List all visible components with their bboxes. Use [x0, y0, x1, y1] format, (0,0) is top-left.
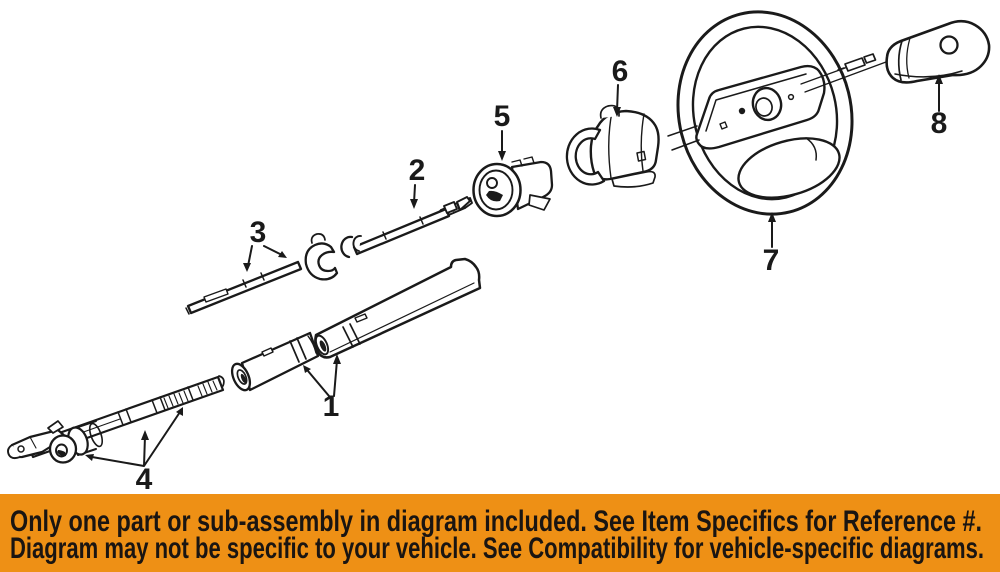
- callout-6-arrow: [613, 84, 621, 117]
- callout-6-label: 6: [612, 55, 629, 88]
- shift-tube-assembly-drawing: [7, 375, 225, 464]
- steering-wheel-drawing: [667, 10, 887, 216]
- callout-3-label: 3: [250, 216, 267, 249]
- banner-background: [0, 494, 1000, 572]
- banner-line-2: Diagram may not be specific to your vehi…: [10, 532, 984, 565]
- callout-1-arrow: [303, 354, 341, 397]
- callout-1-label: 1: [323, 390, 340, 423]
- column-tubes-drawing: [230, 257, 482, 392]
- callout-7-arrow: [768, 212, 776, 248]
- lock-housing-drawing: [565, 104, 660, 188]
- callout-3-arrow: [243, 245, 287, 272]
- horn-pad-drawing: [885, 19, 991, 84]
- callout-5-label: 5: [494, 100, 511, 133]
- upper-shaft-drawing: [340, 196, 471, 259]
- callout-7-label: 7: [763, 244, 780, 277]
- callout-leader-lines: [85, 74, 943, 467]
- callout-labels: 1 2 3 4 5 6 7 8: [136, 55, 948, 496]
- callout-2-label: 2: [409, 154, 426, 187]
- callout-8-label: 8: [931, 107, 948, 140]
- callout-4-label: 4: [136, 463, 153, 496]
- disclaimer-banner: Only one part or sub-assembly in diagram…: [0, 494, 1000, 572]
- steering-column-exploded-drawing: [7, 10, 991, 467]
- banner-line-1: Only one part or sub-assembly in diagram…: [10, 505, 982, 538]
- callout-5-arrow: [498, 130, 506, 161]
- intermediate-shaft-drawing: [185, 233, 339, 315]
- callout-8-arrow: [935, 74, 943, 112]
- callout-2-arrow: [410, 184, 418, 209]
- callout-4-arrow: [85, 407, 183, 467]
